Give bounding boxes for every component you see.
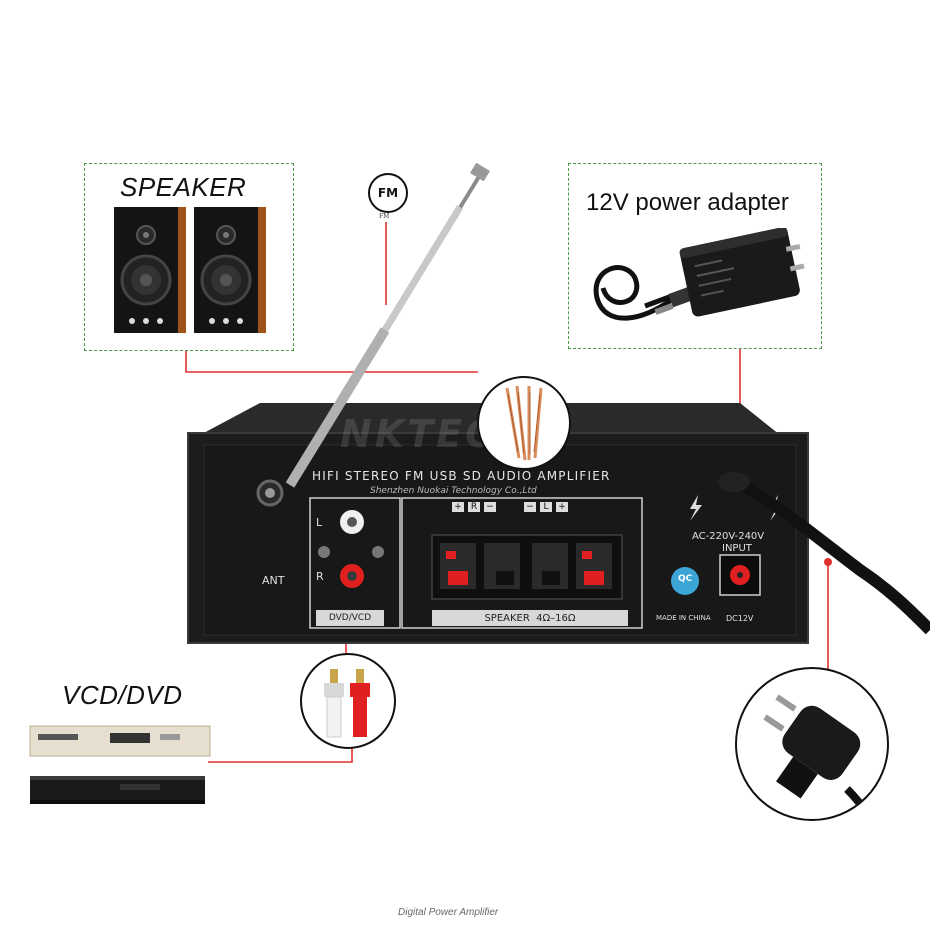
speaker-polarity-row: + R − − L +	[452, 502, 568, 512]
polarity-plus-l: +	[556, 502, 568, 512]
qc-sticker-text: QC	[678, 574, 693, 584]
rca-l-label: L	[316, 516, 323, 529]
polarity-minus-r: −	[484, 502, 496, 512]
speaker-label: SPEAKER	[120, 172, 247, 202]
ac-plug-image	[763, 694, 875, 819]
polarity-r: R	[468, 502, 480, 512]
right-speaker	[194, 207, 266, 333]
polarity-minus-l: −	[524, 502, 536, 512]
ac-plug-zoom	[735, 667, 889, 821]
left-speaker	[114, 207, 186, 333]
ant-label: ANT	[262, 574, 285, 587]
amplifier-title: HIFI STEREO FM USB SD AUDIO AMPLIFIER	[312, 469, 611, 483]
rca-cable-image	[324, 669, 370, 738]
power-adapter-label: 12V power adapter	[586, 189, 789, 216]
rca-r-label: R	[316, 570, 324, 583]
ac-input-line1: AC-220V-240V	[692, 531, 765, 542]
power-adapter-image	[593, 228, 805, 321]
lightning-icon	[690, 495, 702, 521]
dvd-line	[208, 748, 353, 763]
speaker-wire-image	[505, 385, 543, 461]
speaker-spec-tag: SPEAKER 4Ω–16Ω	[432, 610, 628, 626]
dvd-players-image	[29, 725, 211, 804]
amplifier-chassis	[187, 403, 809, 644]
company-name: Shenzhen Nuokai Technology Co.,Ltd	[370, 486, 537, 496]
polarity-spacer	[500, 502, 520, 512]
speaker-spec: SPEAKER 4Ω–16Ω	[484, 612, 576, 624]
speaker-wire-zoom	[477, 376, 571, 470]
power-adapter-box	[568, 163, 822, 349]
dvd-vcd-label: DVD/VCD	[328, 613, 372, 623]
dc12v-label: DC12V	[726, 614, 754, 623]
footer-caption: Digital Power Amplifier	[398, 907, 499, 918]
made-in-china: MADE IN CHINA	[656, 614, 711, 622]
polarity-l: L	[540, 502, 552, 512]
speaker-box	[84, 163, 294, 351]
fm-badge: FM	[368, 173, 408, 213]
ac-input-line2: INPUT	[722, 543, 752, 554]
power-cord	[718, 472, 930, 635]
vcd-dvd-label: VCD/DVD	[62, 680, 183, 710]
polarity-plus-r: +	[452, 502, 464, 512]
fm-badge-sub: FM	[379, 213, 390, 220]
fm-badge-text: FM	[377, 186, 399, 200]
rca-cable-zoom	[300, 653, 396, 749]
speaker-line	[185, 351, 478, 373]
speaker-image	[114, 207, 266, 333]
fm-antenna	[285, 162, 490, 488]
dvd-vcd-tag: DVD/VCD	[316, 610, 384, 626]
